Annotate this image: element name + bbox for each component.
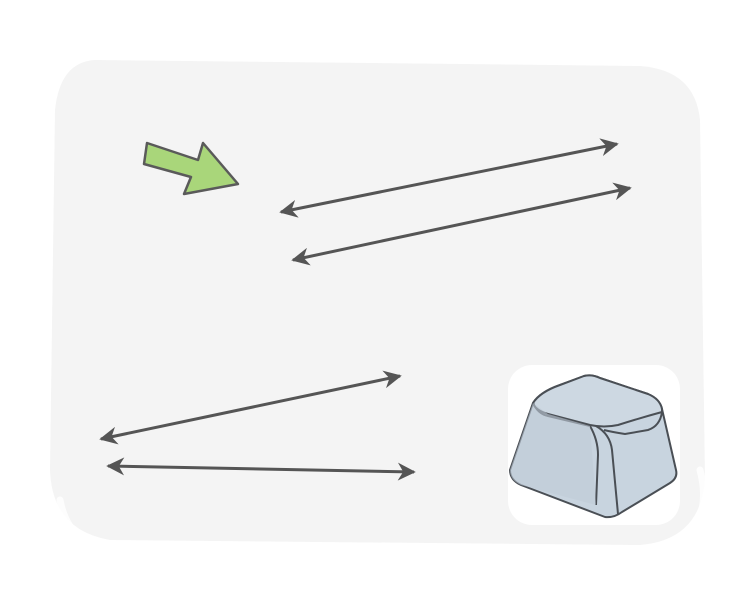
- double-headed-arrow-icon: [291, 182, 632, 266]
- green-right-arrow-icon: [142, 141, 240, 196]
- sketch-outline-2: [36, 40, 707, 564]
- keyboard-key-icon: [509, 374, 678, 519]
- double-headed-arrow-icon: [99, 370, 402, 445]
- sketch-outline-1: [36, 45, 718, 558]
- double-headed-arrows: [99, 138, 632, 481]
- double-headed-arrow-icon: [106, 457, 416, 481]
